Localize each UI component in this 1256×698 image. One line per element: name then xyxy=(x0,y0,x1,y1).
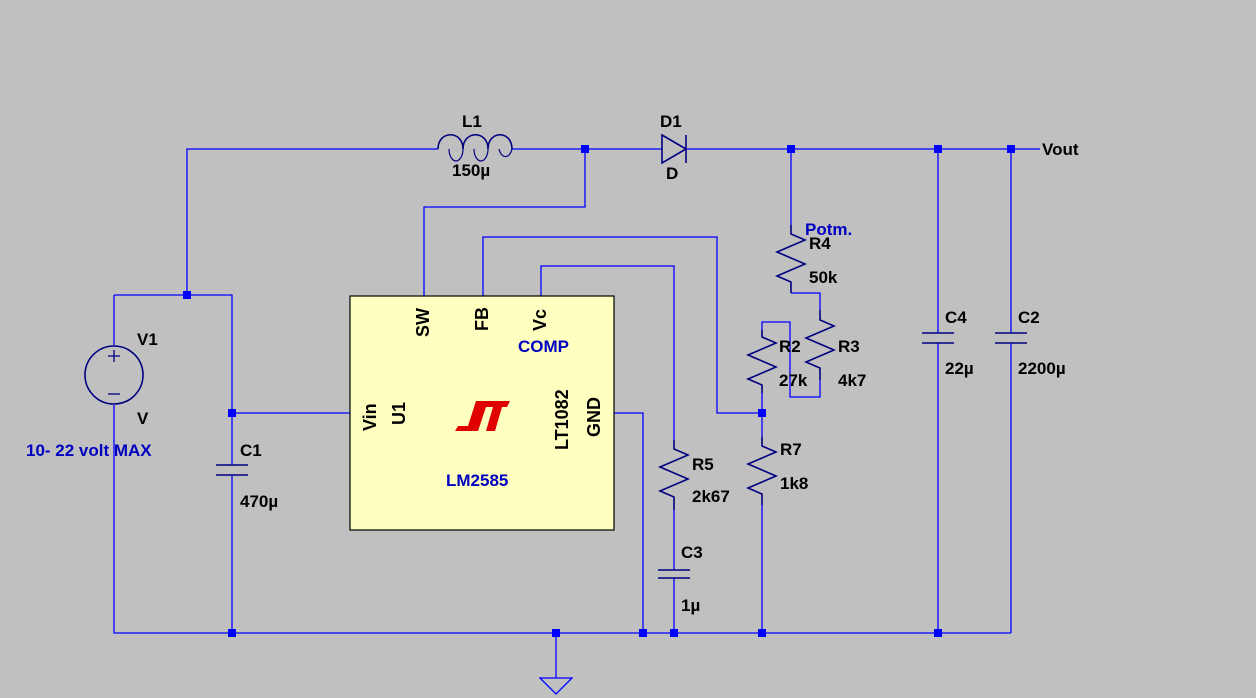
r4-ref: R4 xyxy=(809,234,831,253)
r5-ref: R5 xyxy=(692,455,714,474)
c3-ref: C3 xyxy=(681,543,703,562)
pin-sw-label: SW xyxy=(413,308,433,337)
junction-dot xyxy=(934,629,942,637)
ic-part-label: LM2585 xyxy=(446,471,508,490)
ic-model-label: LT1082 xyxy=(552,389,572,450)
capacitor-c4[interactable] xyxy=(922,332,954,344)
junction-dot xyxy=(1007,145,1015,153)
c2-value: 2200µ xyxy=(1018,359,1066,378)
d1-value: D xyxy=(666,164,678,183)
r3-value: 4k7 xyxy=(838,371,866,390)
capacitor-c3[interactable] xyxy=(658,569,690,579)
c1-value: 470µ xyxy=(240,492,278,511)
junctions xyxy=(183,145,1015,637)
pin-gnd-label: GND xyxy=(584,397,604,437)
pin-vc-label: Vc xyxy=(530,309,550,331)
resistor-r3[interactable] xyxy=(803,310,837,380)
v1-ref: V1 xyxy=(137,330,158,349)
resistor-r7[interactable] xyxy=(745,437,779,505)
supply-range-note: 10- 22 volt MAX xyxy=(26,441,152,460)
l1-value: 150µ xyxy=(452,161,490,180)
r7-ref: R7 xyxy=(780,440,802,459)
junction-dot xyxy=(758,629,766,637)
ic-ref-label: U1 xyxy=(389,402,409,425)
c3-value: 1µ xyxy=(681,596,700,615)
resistor-r2[interactable] xyxy=(745,330,779,393)
c2-ref: C2 xyxy=(1018,308,1040,327)
comp-note: COMP xyxy=(518,337,569,356)
labels: L1 150µ D1 D Vout V1 V 10- 22 volt MAX C… xyxy=(26,112,1079,615)
ground-symbol xyxy=(538,677,574,695)
junction-dot xyxy=(639,629,647,637)
capacitor-c2[interactable] xyxy=(995,332,1027,344)
lt-logo-icon xyxy=(455,401,510,431)
pin-vin-label: Vin xyxy=(360,403,380,431)
v1-value: V xyxy=(137,409,149,428)
r2-ref: R2 xyxy=(779,337,801,356)
potentiometer-note: Potm. xyxy=(805,220,852,239)
c4-value: 22µ xyxy=(945,359,974,378)
junction-dot xyxy=(228,629,236,637)
diode-d1[interactable] xyxy=(661,133,688,165)
c1-ref: C1 xyxy=(240,441,262,460)
junction-dot xyxy=(183,291,191,299)
junction-dot xyxy=(934,145,942,153)
l1-ref: L1 xyxy=(462,112,482,131)
junction-dot xyxy=(670,629,678,637)
resistor-r4[interactable] xyxy=(774,225,808,293)
junction-dot xyxy=(228,409,236,417)
r7-value: 1k8 xyxy=(780,474,808,493)
junction-dot xyxy=(787,145,795,153)
inductor-l1[interactable] xyxy=(437,133,513,162)
r4-value: 50k xyxy=(809,268,838,287)
d1-ref: D1 xyxy=(660,112,682,131)
vout-label: Vout xyxy=(1042,140,1079,159)
junction-dot xyxy=(758,409,766,417)
pin-fb-label: FB xyxy=(472,307,492,331)
r2-value: 27k xyxy=(779,371,808,390)
voltage-source-v1[interactable] xyxy=(84,345,144,405)
r5-value: 2k67 xyxy=(692,487,730,506)
capacitor-c1[interactable] xyxy=(216,464,248,476)
junction-dot xyxy=(581,145,589,153)
c4-ref: C4 xyxy=(945,308,967,327)
resistor-r5[interactable] xyxy=(657,440,691,510)
wires xyxy=(113,148,1040,678)
r3-ref: R3 xyxy=(838,337,860,356)
junction-dot xyxy=(552,629,560,637)
